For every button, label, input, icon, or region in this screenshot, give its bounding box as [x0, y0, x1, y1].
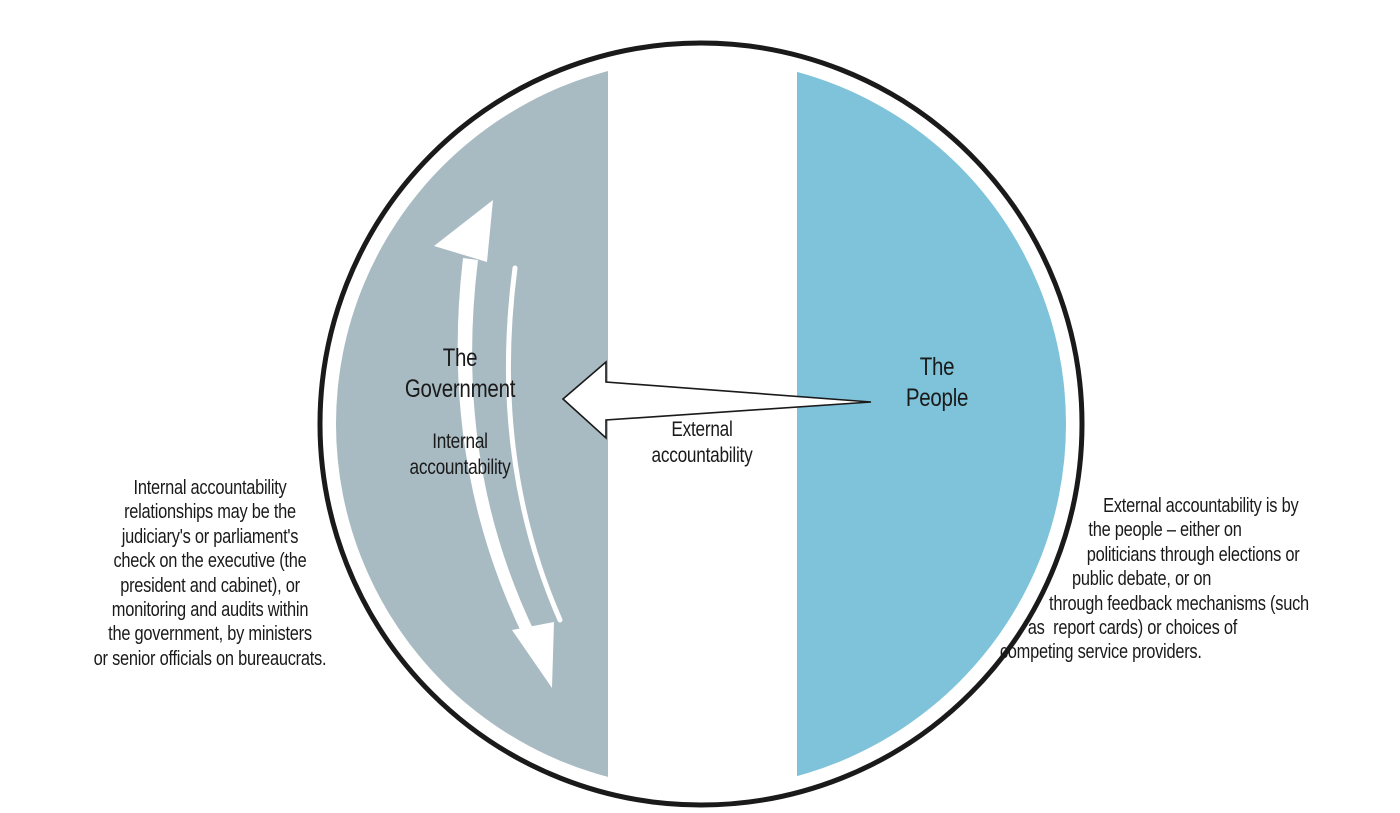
people-title-line: The: [919, 353, 955, 381]
description-line: public debate, or on: [1072, 568, 1212, 591]
outer-circle: [317, 40, 1085, 808]
external-accountability-label: External accountability: [620, 417, 784, 468]
external-label-line: accountability: [651, 443, 753, 467]
description-line: competing service providers.: [999, 641, 1202, 664]
government-title: The Government: [378, 343, 542, 404]
description-line: monitoring and audits within: [111, 598, 309, 621]
government-title-line: Government: [404, 374, 516, 403]
internal-accountability-description: Internal accountability relationships ma…: [54, 476, 366, 671]
internal-accountability-label: Internal accountability: [378, 429, 542, 480]
description-line: judiciary's or parliament's: [121, 525, 299, 548]
description-line: External accountability is by: [1103, 495, 1299, 517]
people-region: [797, 59, 1066, 789]
description-line: the people – either on: [1088, 519, 1242, 542]
government-title-line: The: [442, 344, 478, 372]
external-label-line: External: [671, 418, 733, 441]
description-line: Internal accountability: [133, 477, 287, 499]
internal-accountability-arrow: [434, 200, 563, 688]
internal-label-line: accountability: [409, 455, 511, 479]
external-accountability-description: External accountability is by the people…: [990, 494, 1322, 665]
people-title-line: People: [905, 383, 969, 412]
description-line: the government, by ministers: [108, 623, 312, 646]
description-line: check on the executive (the: [113, 550, 307, 573]
description-line: through feedback mechanisms (such: [1049, 592, 1309, 615]
description-line: as report cards) or choices of: [1027, 616, 1238, 639]
description-line: relationships may be the: [124, 501, 296, 524]
description-line: or senior officials on bureaucrats.: [93, 647, 327, 670]
description-line: politicians through elections or: [1086, 543, 1300, 566]
people-title: The People: [855, 352, 1019, 413]
external-accountability-arrow: [561, 360, 872, 440]
government-region: [336, 59, 608, 789]
description-line: president and cabinet), or: [120, 574, 300, 597]
internal-label-line: Internal: [432, 430, 488, 453]
